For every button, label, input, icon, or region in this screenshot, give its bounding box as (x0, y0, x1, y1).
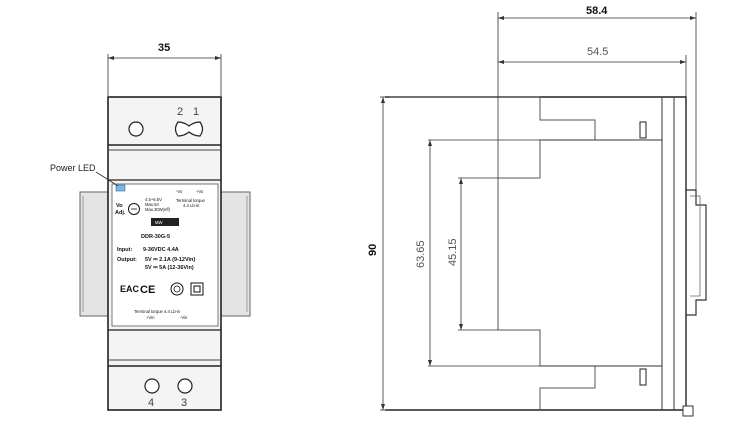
din-rail-right (219, 191, 251, 317)
spec-small: Max.5A (145, 202, 159, 207)
vent-slot (639, 121, 647, 139)
output-line2: 5V ⎓ 5A (12-36Vin) (145, 265, 194, 271)
power-led-leader (95, 171, 119, 187)
torque-top: 4.4 Lb-in (183, 203, 200, 208)
bottom-polarity: +Vin (146, 315, 155, 320)
svg-text:90: 90 (367, 244, 379, 256)
output-line1: 5V ⎓ 2.1A (9-12Vin) (145, 257, 195, 263)
vo-adj-label: Vo (116, 203, 123, 209)
model-name: DDR-30G-5 (141, 234, 170, 240)
top-polarity: -Vo (176, 189, 183, 194)
dimension-depth-54-5: 54.5 (498, 46, 687, 97)
top-polarity: +Vo (196, 189, 204, 194)
power-led-label: Power LED (50, 163, 96, 173)
vent-slot (639, 368, 647, 386)
terminal-screw-icon (174, 121, 204, 137)
dimension-height-63-65: 63.65 (415, 139, 540, 367)
bottom-polarity: -Vin (180, 315, 188, 320)
svg-text:45.15: 45.15 (447, 238, 459, 266)
ce-mark: CE (140, 284, 155, 296)
svg-text:63.65: 63.65 (415, 240, 427, 268)
vo-adj-label: Adj. (115, 210, 126, 216)
terminal-number: 3 (181, 397, 187, 409)
svg-text:35: 35 (158, 42, 170, 54)
svg-text:58.4: 58.4 (586, 5, 608, 17)
dimension-depth-58-4: 58.4 (497, 5, 697, 190)
terminal-number: 1 (193, 106, 199, 118)
input-value: 9-36VDC 4.4A (143, 247, 179, 253)
svg-text:54.5: 54.5 (587, 46, 608, 58)
output-label: Output: (117, 257, 137, 263)
side-view: 90 63.65 45.15 58.4 (367, 5, 707, 417)
spec-small: Max.30W(eff) (145, 207, 171, 212)
terminal-screw-icon (144, 378, 160, 394)
label-panel (111, 183, 219, 327)
svg-text:MW: MW (155, 220, 162, 225)
dimension-height-90: 90 (367, 96, 390, 411)
class2-square-icon (190, 282, 204, 296)
terminal-screw-icon (128, 121, 144, 137)
din-rail-left (79, 191, 111, 317)
torque-top: Terminal torque (176, 198, 206, 203)
input-label: Input: (117, 247, 132, 253)
power-led-icon (115, 184, 126, 192)
dimension-width-35: 35 (107, 42, 222, 96)
terminal-number: 2 (177, 106, 183, 118)
front-view: 2 1 4 3 Vo Adj. 4.5~5.5V Max.5A Max.30W(… (50, 42, 251, 411)
din-clip (686, 189, 707, 316)
terminal-number: 4 (148, 397, 154, 409)
spec-small: 4.5~5.5V (145, 197, 162, 202)
cert-circle-icon (170, 282, 184, 296)
terminal-screw-icon (177, 378, 193, 394)
dimension-height-45-15: 45.15 (447, 177, 498, 331)
eac-mark: EAC (120, 284, 140, 294)
torque-bottom: Terminal torque 4.4 Lb-in (134, 309, 181, 314)
brand-logo (151, 218, 179, 226)
